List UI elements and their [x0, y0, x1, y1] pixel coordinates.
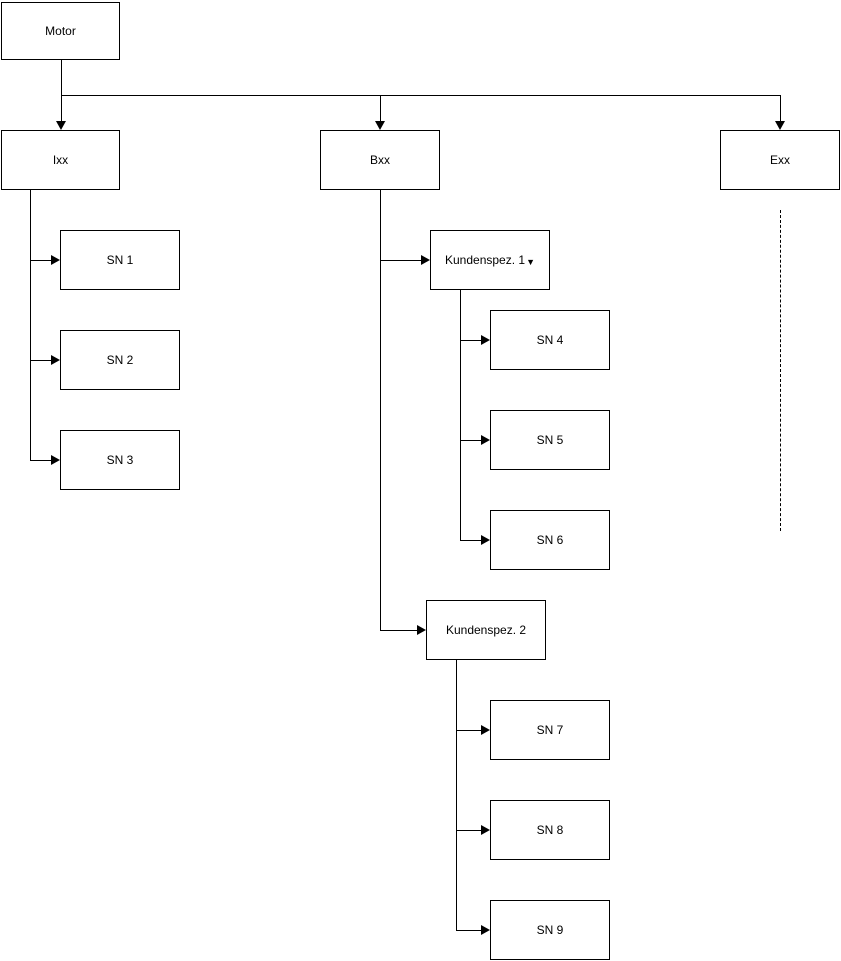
arrowhead-into-sn8 — [481, 825, 490, 835]
arrowhead-into-exx — [775, 121, 785, 130]
connector-ixx-sn2 — [30, 360, 52, 361]
node-sn5[interactable]: SN 5 — [490, 410, 610, 470]
connector-bxx-kundenspez1 — [380, 260, 422, 261]
arrowhead-into-sn7 — [481, 725, 490, 735]
node-sn7-label: SN 7 — [536, 723, 564, 737]
arrowhead-into-sn1 — [51, 255, 60, 265]
arrowhead-into-sn9 — [481, 925, 490, 935]
node-sn7[interactable]: SN 7 — [490, 700, 610, 760]
node-exx-label: Exx — [769, 153, 790, 167]
node-sn8[interactable]: SN 8 — [490, 800, 610, 860]
connector-kundenspez1-sn5 — [460, 440, 482, 441]
connector-kundenspez1-sn6 — [460, 540, 482, 541]
node-bxx-label: Bxx — [369, 153, 390, 167]
connector-kundenspez2-sn9 — [456, 930, 482, 931]
arrowhead-into-sn2 — [51, 355, 60, 365]
connector-kundenspez2-sn8 — [456, 830, 482, 831]
node-sn2[interactable]: SN 2 — [60, 330, 180, 390]
node-motor-label: Motor — [45, 24, 76, 38]
node-ixx[interactable]: Ixx — [1, 130, 120, 190]
connector-bxx-trunk — [380, 190, 381, 631]
node-sn6[interactable]: SN 6 — [490, 510, 610, 570]
node-sn8-label: SN 8 — [536, 823, 564, 837]
arrowhead-into-sn5 — [481, 435, 490, 445]
arrowhead-into-sn6 — [481, 535, 490, 545]
node-bxx[interactable]: Bxx — [320, 130, 440, 190]
node-sn6-label: SN 6 — [536, 533, 564, 547]
connector-ixx-sn3 — [30, 460, 52, 461]
node-sn2-label: SN 2 — [106, 353, 134, 367]
collapse-indicator-icon[interactable]: ▼ — [526, 256, 535, 267]
connector-motor-distribution — [61, 95, 781, 96]
arrowhead-into-kundenspez2 — [417, 625, 426, 635]
node-sn1[interactable]: SN 1 — [60, 230, 180, 290]
connector-exx-dashed-continuation — [780, 210, 781, 531]
connector-kundenspez2-trunk — [456, 660, 457, 931]
arrowhead-into-ixx — [56, 121, 66, 130]
node-sn3[interactable]: SN 3 — [60, 430, 180, 490]
node-kundenspez1[interactable]: Kundenspez. 1▼ — [430, 230, 550, 290]
node-sn9[interactable]: SN 9 — [490, 900, 610, 960]
connector-bxx-kundenspez2 — [380, 630, 418, 631]
node-exx[interactable]: Exx — [720, 130, 840, 190]
node-sn3-label: SN 3 — [106, 453, 134, 467]
arrowhead-into-sn4 — [481, 335, 490, 345]
node-motor[interactable]: Motor — [1, 2, 120, 60]
connector-kundenspez1-sn4 — [460, 340, 482, 341]
connector-kundenspez2-sn7 — [456, 730, 482, 731]
node-sn4[interactable]: SN 4 — [490, 310, 610, 370]
connector-drop-exx — [780, 95, 781, 122]
connector-drop-bxx — [380, 95, 381, 122]
node-sn4-label: SN 4 — [536, 333, 564, 347]
connector-ixx-sn1 — [30, 260, 52, 261]
connector-ixx-trunk — [30, 190, 31, 461]
node-sn5-label: SN 5 — [536, 433, 564, 447]
connector-kundenspez1-trunk — [460, 290, 461, 541]
node-ixx-label: Ixx — [52, 153, 69, 167]
node-kundenspez2[interactable]: Kundenspez. 2 — [426, 600, 546, 660]
arrowhead-into-sn3 — [51, 455, 60, 465]
arrowhead-into-kundenspez1 — [421, 255, 430, 265]
node-kundenspez2-label: Kundenspez. 2 — [445, 623, 527, 637]
arrowhead-into-bxx — [375, 121, 385, 130]
connector-motor-trunk — [61, 60, 62, 121]
node-sn9-label: SN 9 — [536, 923, 564, 937]
node-kundenspez1-label: Kundenspez. 1 — [445, 253, 526, 267]
node-sn1-label: SN 1 — [106, 253, 134, 267]
